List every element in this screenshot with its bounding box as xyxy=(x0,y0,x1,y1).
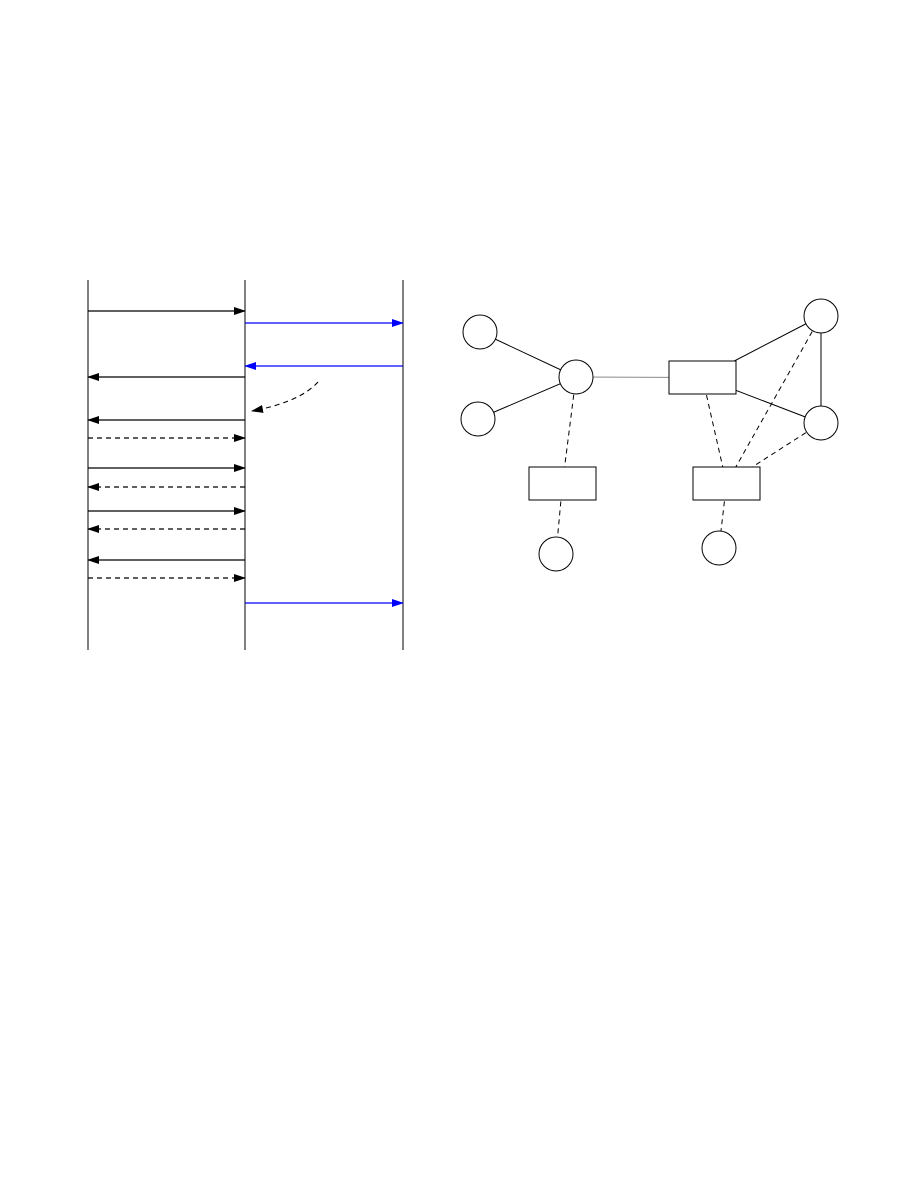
graph-edge xyxy=(702,377,727,484)
graph-edge xyxy=(726,315,822,484)
graph-nodes xyxy=(460,298,839,572)
graph-node-circle xyxy=(701,530,737,566)
graph-node-circle xyxy=(803,405,839,441)
graph-node-circle xyxy=(460,401,496,437)
curved-note-arrow xyxy=(251,381,319,413)
graph-node-circle xyxy=(803,298,839,334)
graph-node-circle xyxy=(462,314,498,350)
graph-node-circle xyxy=(558,359,594,395)
graph-edge xyxy=(477,376,577,420)
network-graph xyxy=(460,298,839,572)
graph-node-box xyxy=(668,360,737,395)
graph-node-box xyxy=(528,466,597,501)
sequence-diagram xyxy=(87,280,404,650)
graph-node-box xyxy=(692,466,761,501)
graph-edge xyxy=(479,331,577,378)
graph-edges xyxy=(477,315,822,555)
graph-node-circle xyxy=(538,536,574,572)
